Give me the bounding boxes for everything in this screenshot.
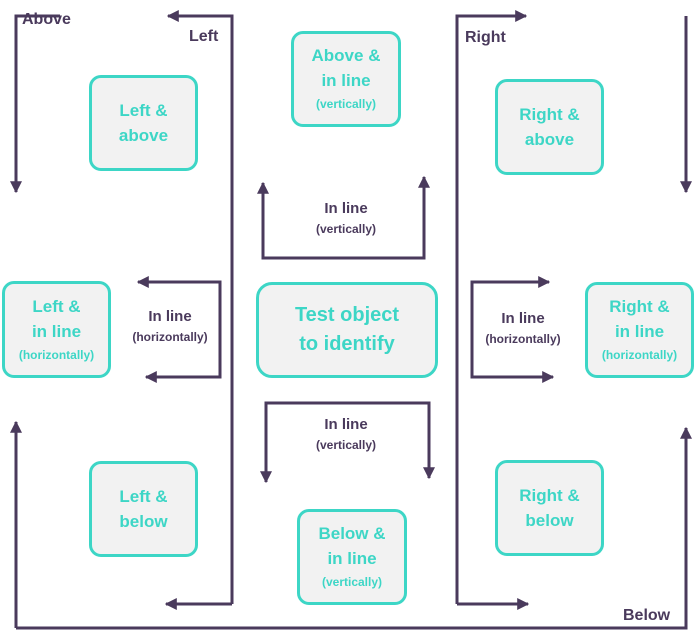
box-line: in line bbox=[321, 71, 371, 90]
inline-top-arrow-right bbox=[340, 175, 430, 260]
inline-bottom-label: In line (vertically) bbox=[304, 415, 388, 455]
inline-label-sub: (vertically) bbox=[315, 222, 377, 236]
inline-right-arrow-top bbox=[470, 276, 551, 330]
box-sub: (horizontally) bbox=[601, 348, 678, 362]
below-bar bbox=[16, 426, 692, 630]
box-line: Below & bbox=[318, 524, 386, 543]
inline-label-main: In line bbox=[501, 310, 545, 327]
left-inline-box: Left & in line (horizontally) bbox=[2, 281, 111, 378]
right-top-arrow bbox=[455, 10, 528, 604]
inline-top-arrow-left bbox=[257, 181, 340, 260]
box-line: Right & bbox=[609, 297, 670, 316]
inline-bottom-arrow-right bbox=[340, 401, 435, 480]
inline-left-arrow-top bbox=[136, 276, 222, 330]
box-sub: (vertically) bbox=[315, 97, 377, 111]
box-line: Right & bbox=[519, 486, 580, 505]
inline-label-main: In line bbox=[324, 200, 368, 217]
inline-right-label: In line (horizontally) bbox=[476, 309, 570, 349]
inline-left-label: In line (horizontally) bbox=[123, 307, 217, 347]
inline-label-main: In line bbox=[324, 416, 368, 433]
box-line: Left & bbox=[119, 101, 168, 120]
box-line: above bbox=[524, 130, 575, 149]
left-above-box: Left & above bbox=[89, 75, 198, 171]
box-line: in line bbox=[614, 322, 665, 341]
box-line: below bbox=[525, 511, 574, 530]
left-label: Left bbox=[189, 28, 219, 45]
right-label: Right bbox=[465, 29, 506, 46]
box-sub: (horizontally) bbox=[18, 347, 95, 362]
above-label: Above bbox=[22, 11, 71, 28]
right-below-box: Right & below bbox=[495, 460, 604, 556]
box-line: above bbox=[118, 126, 169, 145]
left-top-arrow bbox=[166, 9, 234, 604]
inline-left-arrow-bottom bbox=[144, 330, 222, 383]
box-sub: (vertically) bbox=[321, 575, 383, 589]
inline-label-sub: (vertically) bbox=[315, 438, 377, 452]
right-inline-box: Right & in line (horizontally) bbox=[585, 282, 694, 378]
right-above-box: Right & above bbox=[495, 79, 604, 175]
box-line: in line bbox=[31, 321, 82, 341]
inline-right-arrow-bottom bbox=[470, 330, 555, 383]
box-line: Above & bbox=[311, 46, 381, 65]
above-inline-box: Above & in line (vertically) bbox=[291, 31, 401, 127]
inline-top-label: In line (vertically) bbox=[304, 199, 388, 239]
inline-bottom-arrow-left bbox=[260, 401, 340, 484]
box-line: Left & bbox=[119, 487, 168, 506]
inline-label-sub: (horizontally) bbox=[485, 332, 561, 346]
below-label: Below bbox=[623, 607, 671, 624]
inline-label-main: In line bbox=[148, 308, 192, 325]
inline-label-sub: (horizontally) bbox=[132, 330, 208, 344]
box-line: to identify bbox=[299, 333, 395, 355]
box-line: below bbox=[119, 512, 168, 531]
above-arrow bbox=[9, 14, 60, 194]
box-line: Right & bbox=[519, 105, 580, 124]
test-object-box: Test object to identify bbox=[256, 282, 438, 378]
box-line: in line bbox=[327, 549, 377, 568]
left-below-box: Left & below bbox=[89, 461, 198, 557]
box-line: Left & bbox=[32, 296, 81, 316]
box-line: Test object bbox=[294, 304, 400, 326]
below-inline-box: Below & in line (vertically) bbox=[297, 509, 407, 605]
